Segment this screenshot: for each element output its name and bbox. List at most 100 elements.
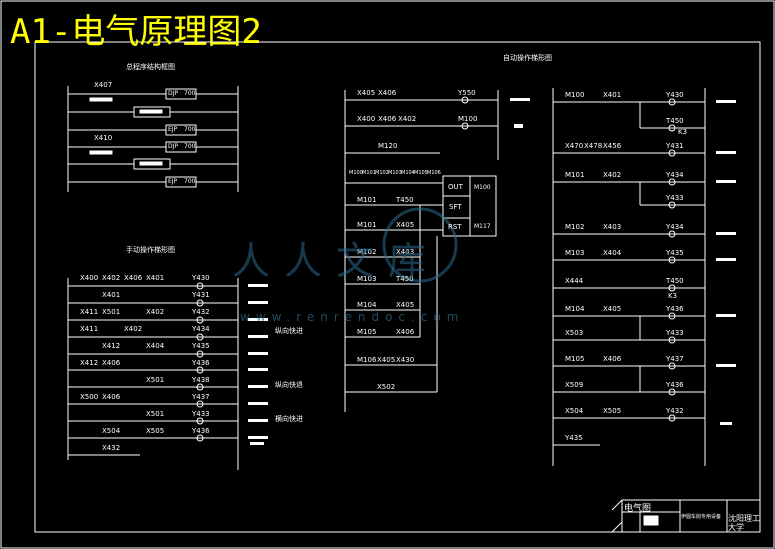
structure-contact: X410 [94,134,113,142]
manual-contact: X400 [80,274,99,282]
auto-coil: Y433 [666,194,684,202]
manual-contact: X504 [102,427,121,435]
auto-contact: M103 [565,249,585,257]
shift-label: OUT [448,183,463,191]
shift-input: M104 [401,170,415,176]
auto-coil: M100 [458,115,478,123]
manual-heading: 手动操作梯形图 [126,246,175,254]
auto-contact: T450 [396,196,414,204]
auto-contact: X430 [396,356,415,364]
structure-diagram [67,86,239,192]
structure-contact: X407 [94,81,113,89]
structure-instruction: 700 [184,143,196,150]
auto-contact: X503 [565,329,584,337]
manual-contact: X406 [102,359,121,367]
auto-contact: X406 [378,115,397,123]
timer-note: K3 [668,292,678,300]
manual-contact: X406 [124,274,143,282]
auto-contact: X444 [565,277,584,285]
auto-contact: T450 [396,275,414,283]
structure-instruction: DJP [168,143,179,150]
auto-contact: X402 [603,171,622,179]
manual-contact: X404 [146,342,165,350]
manual-output-marks [248,284,268,445]
machine-name: 伊圆车削专用设备 [681,514,722,520]
auto-contact: X504 [565,407,584,415]
auto-contact: X405 [357,89,376,97]
auto-contact: X406 [396,328,415,336]
auto-contact: X405 [396,221,415,229]
shift-input: M101 [362,170,376,176]
manual-contact: X501 [146,410,165,418]
note-transverse-fast-forward: 横向快进 [275,415,303,423]
auto-contact: M120 [378,142,398,150]
shift-input: M106 [427,170,441,176]
shift-input: M100 [349,170,363,176]
auto-contact: X403 [396,248,415,256]
auto-contact: X478 [584,142,603,150]
watermark-logo [382,207,458,283]
manual-contact: X501 [146,376,165,384]
auto-contact: X405 [603,305,622,313]
auto-contact: X405 [396,301,415,309]
manual-coil: Y436 [192,359,210,367]
manual-coil: Y438 [192,376,210,384]
auto-contact: M101 [357,221,377,229]
structure-instruction: EJP [168,126,178,133]
manual-contact: X412 [80,359,99,367]
auto-ladder-right [552,88,706,466]
structure-instruction: EJP [168,178,178,185]
shift-range: M117 [474,223,491,230]
auto-coil: Y437 [666,355,684,363]
manual-coil: Y434 [192,325,210,333]
auto-contact: M102 [357,248,377,256]
auto-coil: Y435 [666,249,684,257]
structure-instruction: 700 [184,178,196,185]
manual-contact: X411 [80,308,99,316]
title-block [621,499,761,533]
auto-coil: Y431 [666,142,684,150]
manual-coil: Y430 [192,274,210,282]
manual-coil: Y433 [192,410,210,418]
title-corner-lines [611,499,623,533]
auto-contact: X404 [603,249,622,257]
manual-coil: Y435 [192,342,210,350]
manual-contact: X432 [102,444,121,452]
note-longitudinal-fast-back: 纵向快退 [275,381,303,389]
manual-ladder [67,278,239,470]
structure-instruction: 700 [184,90,196,97]
manual-contact: X411 [80,325,99,333]
auto-contact: X405 [377,356,396,364]
overlay-title: A1-电气原理图2 [10,12,262,52]
shift-input: M103 [388,170,402,176]
timer-note: K3 [678,128,688,136]
structure-instruction: DJP [168,90,179,97]
manual-contact: X402 [102,274,121,282]
auto-right-marks [716,100,736,425]
auto-coil: Y434 [666,171,684,179]
auto-contact: X502 [377,383,396,391]
manual-contact: X401 [102,291,121,299]
auto-coil: Y436 [666,305,684,313]
auto-contact: M105 [357,328,377,336]
manual-contact: X406 [102,393,121,401]
auto-coil: Y430 [666,91,684,99]
shift-range: M100 [474,184,491,191]
shift-label: RST [448,223,462,231]
manual-contact: X401 [146,274,165,282]
shift-input: M102 [375,170,389,176]
auto-contact: X406 [603,355,622,363]
watermark-url: www.renrendoc.com [240,310,465,324]
auto-coil: Y436 [666,381,684,389]
shift-label: SFT [449,203,462,211]
auto-coil: Y432 [666,407,684,415]
auto-heading: 自动操作梯形图 [503,54,552,62]
auto-contact: M104 [565,305,585,313]
manual-contact: X500 [80,393,99,401]
auto-contact: M100 [565,91,585,99]
structure-heading: 总程序结构框图 [126,63,175,71]
auto-contact: X402 [398,115,417,123]
auto-contact: X470 [565,142,584,150]
auto-contact: M104 [357,301,377,309]
